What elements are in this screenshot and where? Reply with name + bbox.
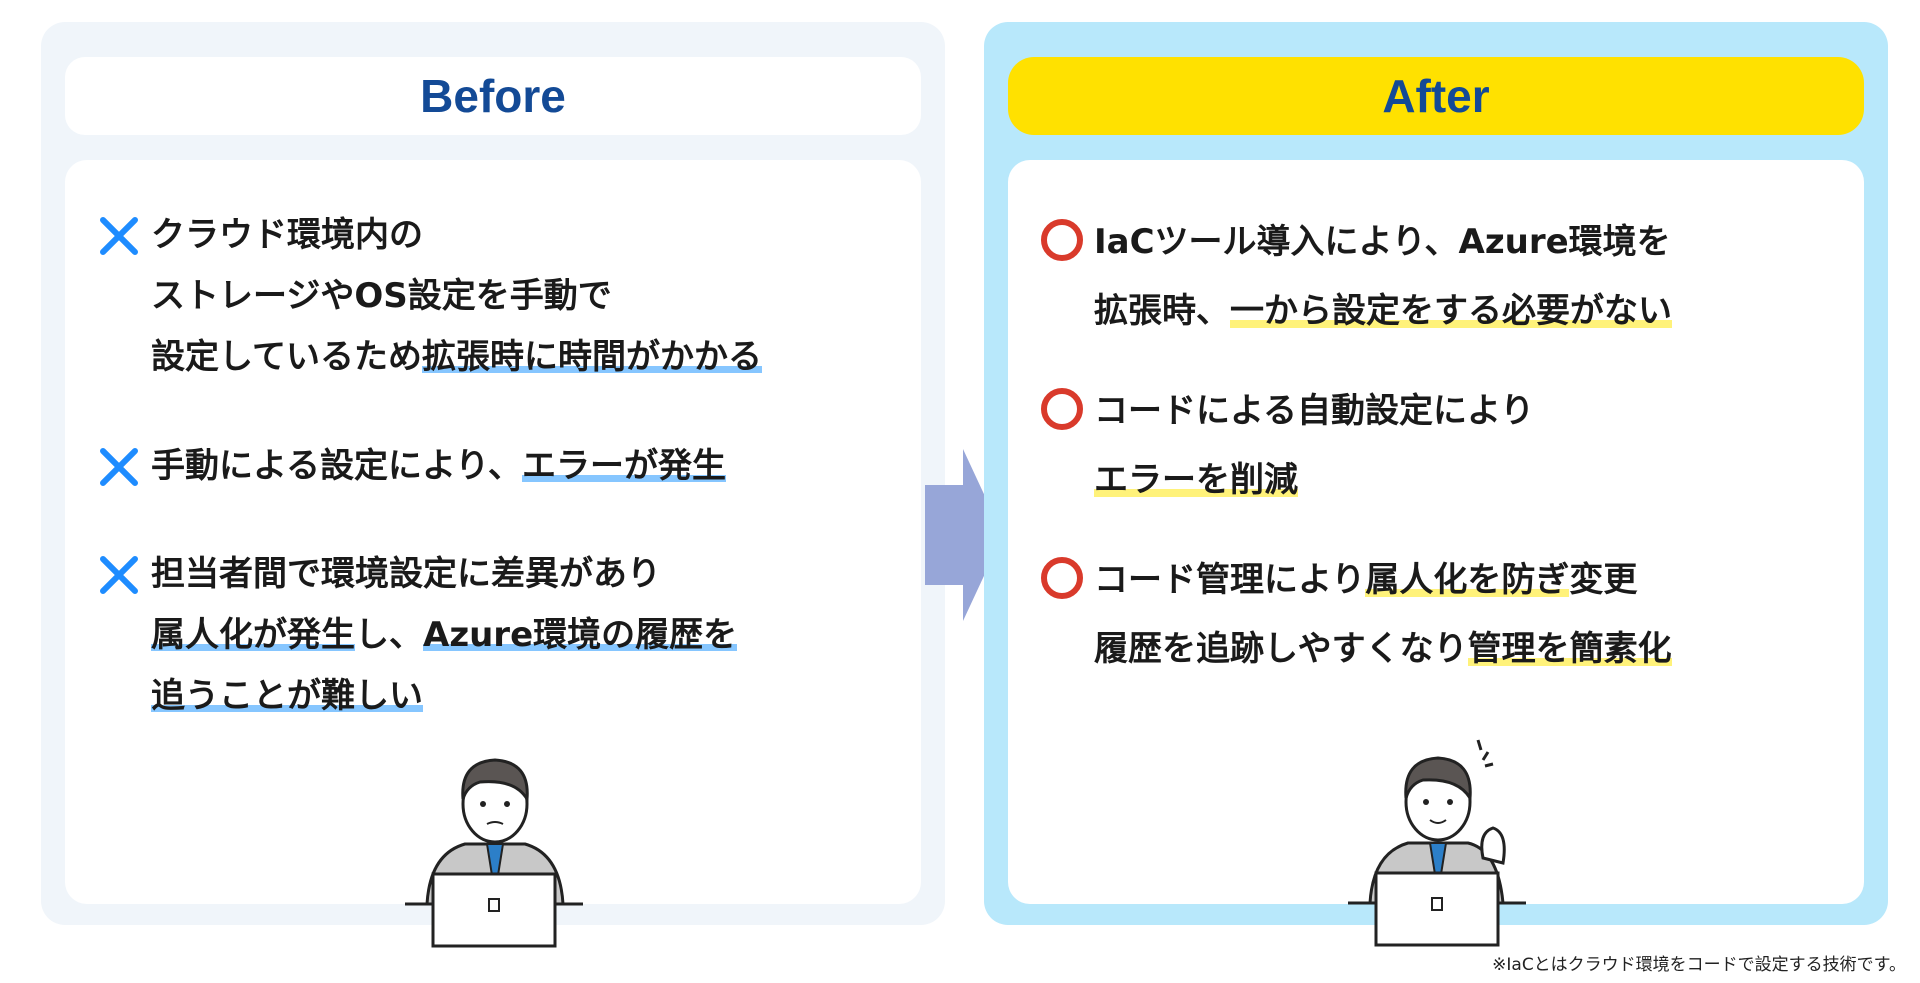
text-segment: し、 — [355, 615, 423, 655]
text-segment: コード管理により — [1094, 560, 1366, 600]
highlighted-text: 属人化を防ぎ — [1365, 560, 1570, 600]
text-line: 属人化が発生し、Azure環境の履歴を — [151, 610, 901, 671]
highlighted-text: 拡張時に時間がかかる — [421, 337, 762, 377]
highlighted-text: エラーが発生 — [521, 446, 726, 486]
before-title: Before — [65, 57, 921, 135]
highlighted-text: 一から設定をする必要がない — [1230, 291, 1672, 331]
circle-icon — [1041, 388, 1083, 430]
text-segment: 履歴を追跡しやすくなり — [1094, 629, 1468, 669]
highlighted-text: エラーを削減 — [1094, 460, 1298, 500]
after-title: After — [1008, 57, 1864, 135]
after-item: コード管理により属人化を防ぎ変更履歴を追跡しやすくなり管理を簡素化 — [1040, 552, 1844, 690]
text-segment: 設定しているため — [151, 337, 422, 377]
cross-icon — [100, 217, 138, 255]
after-panel: After IaCツール導入により、Azure環境を拡張時、一から設定をする必要… — [984, 22, 1888, 947]
text-line: コード管理により属人化を防ぎ変更 — [1094, 552, 1844, 621]
text-line: 手動による設定により、エラーが発生 — [151, 441, 901, 502]
before-card: クラウド環境内のストレージやOS設定を手動で設定しているため拡張時に時間がかかる… — [65, 160, 921, 948]
text-line: ストレージやOS設定を手動で — [151, 271, 901, 332]
after-item: コードによる自動設定によりエラーを削減 — [1040, 383, 1844, 521]
text-segment: クラウド環境内の — [151, 215, 423, 255]
after-card: IaCツール導入により、Azure環境を拡張時、一から設定をする必要がない コー… — [1008, 160, 1864, 947]
text-line: 履歴を追跡しやすくなり管理を簡素化 — [1094, 621, 1844, 690]
cross-icon — [100, 448, 138, 486]
text-segment: コードによる自動設定により — [1094, 391, 1535, 431]
text-line: 拡張時、一から設定をする必要がない — [1094, 283, 1844, 352]
footnote: ※IaCとはクラウド環境をコードで設定する技術です。 — [1492, 955, 1906, 975]
item-text: コードによる自動設定によりエラーを削減 — [1094, 383, 1844, 521]
text-segment: 変更 — [1569, 560, 1638, 600]
highlighted-text: 属人化が発生 — [151, 615, 355, 655]
happy-person-illustration — [1348, 739, 1526, 947]
item-text: 手動による設定により、エラーが発生 — [151, 441, 901, 502]
text-line: コードによる自動設定により — [1094, 383, 1844, 452]
circle-icon — [1041, 557, 1083, 599]
before-item: クラウド環境内のストレージやOS設定を手動で設定しているため拡張時に時間がかかる — [97, 210, 901, 393]
cross-icon — [100, 556, 138, 594]
highlighted-text: 追うことが難しい — [151, 676, 423, 716]
before-item: 手動による設定により、エラーが発生 — [97, 441, 901, 502]
text-line: 設定しているため拡張時に時間がかかる — [151, 332, 901, 393]
highlighted-text: Azure環境の履歴を — [423, 615, 738, 655]
before-panel: Before クラウド環境内のストレージやOS設定を手動で設定しているため拡張時… — [41, 22, 945, 948]
item-text: クラウド環境内のストレージやOS設定を手動で設定しているため拡張時に時間がかかる — [151, 210, 901, 393]
before-item: 担当者間で環境設定に差異があり属人化が発生し、Azure環境の履歴を追うことが難… — [97, 549, 901, 732]
item-text: 担当者間で環境設定に差異があり属人化が発生し、Azure環境の履歴を追うことが難… — [151, 549, 901, 732]
text-segment: 手動による設定により、 — [151, 446, 522, 486]
text-line: IaCツール導入により、Azure環境を — [1094, 214, 1844, 283]
worried-person-illustration — [405, 758, 583, 948]
item-text: IaCツール導入により、Azure環境を拡張時、一から設定をする必要がない — [1094, 214, 1844, 352]
text-segment: IaCツール導入により、Azure環境を — [1094, 222, 1671, 262]
arrow-right-icon — [925, 449, 1003, 621]
text-line: 担当者間で環境設定に差異があり — [151, 549, 901, 610]
text-segment: 担当者間で環境設定に差異があり — [151, 554, 661, 594]
text-line: 追うことが難しい — [151, 671, 901, 732]
text-line: クラウド環境内の — [151, 210, 901, 271]
after-item: IaCツール導入により、Azure環境を拡張時、一から設定をする必要がない — [1040, 214, 1844, 352]
circle-icon — [1041, 219, 1083, 261]
text-segment: 拡張時、 — [1094, 291, 1230, 331]
item-text: コード管理により属人化を防ぎ変更履歴を追跡しやすくなり管理を簡素化 — [1094, 552, 1844, 690]
text-line: エラーを削減 — [1094, 452, 1844, 521]
text-segment: ストレージやOS設定を手動で — [151, 276, 612, 316]
highlighted-text: 管理を簡素化 — [1467, 629, 1672, 669]
